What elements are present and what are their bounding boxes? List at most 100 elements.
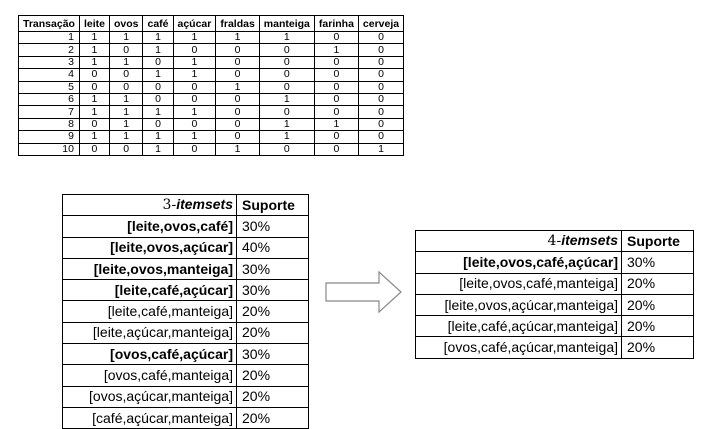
transaction-value-cell: 0 <box>313 105 359 119</box>
transaction-value-cell: 1 <box>172 30 217 45</box>
itemsets-3-row: [leite,ovos,manteiga]30% <box>62 257 309 281</box>
itemsets-4-itemset-cell: [leite,ovos,café,açúcar] <box>415 251 622 274</box>
transaction-value-cell: 0 <box>215 105 260 119</box>
transaction-value-cell: 0 <box>172 142 217 156</box>
transaction-value-cell: 1 <box>108 92 144 107</box>
transaction-value-cell: 0 <box>108 142 144 156</box>
transaction-value-cell: 1 <box>78 30 110 45</box>
transaction-value-cell: 0 <box>357 117 405 132</box>
itemsets-3-header-row: 3-itemsets Suporte <box>62 193 309 217</box>
transaction-value-cell: 1 <box>78 43 110 57</box>
transaction-value-cell: 0 <box>313 92 359 107</box>
transaction-value-cell: 0 <box>357 130 405 144</box>
itemsets-3-itemset-cell: [ovos,café,açúcar] <box>62 343 237 366</box>
itemsets-4-support-cell: 20% <box>621 293 694 317</box>
itemsets-3-support-cell: 20% <box>236 300 309 323</box>
itemsets-3-row: [leite,ovos,açúcar]40% <box>62 236 309 259</box>
transaction-value-cell: 1 <box>172 55 217 70</box>
transaction-value-cell: 0 <box>313 130 359 144</box>
transaction-value-cell: 1 <box>78 105 110 119</box>
itemsets-3-itemset-cell: [café,açúcar,manteiga] <box>62 406 237 429</box>
transaction-value-cell: 0 <box>313 55 359 70</box>
transaction-value-cell: 1 <box>172 130 217 144</box>
transaction-value-cell: 0 <box>258 55 315 70</box>
itemsets-4-row: [leite,café,açúcar,manteiga]20% <box>415 315 694 338</box>
itemsets-4-support-cell: 20% <box>621 336 694 359</box>
transaction-value-cell: 0 <box>172 117 217 132</box>
transaction-value-cell: 0 <box>357 105 405 119</box>
header-cerveja: cerveja <box>357 15 405 32</box>
transaction-value-cell: 0 <box>142 55 174 70</box>
itemsets-3-row: [café,açúcar,manteiga]20% <box>62 406 309 429</box>
transaction-value-cell: 0 <box>172 92 217 107</box>
itemsets-3-row: [ovos,café,açúcar]30% <box>62 343 309 366</box>
transaction-value-cell: 0 <box>78 117 110 132</box>
transaction-value-cell: 1 <box>258 92 315 107</box>
transaction-value-cell: 1 <box>108 130 144 144</box>
itemsets-3-row: [leite,café,manteiga]20% <box>62 300 309 323</box>
transaction-value-cell: 0 <box>313 30 359 45</box>
itemsets-3-itemset-cell: [ovos,café,manteiga] <box>62 364 237 387</box>
transaction-id-cell: 7 <box>18 105 80 119</box>
itemsets-4-header-row: 4-itemsets Suporte <box>415 229 694 253</box>
transaction-value-cell: 0 <box>357 68 405 82</box>
header-transacao: Transação <box>18 15 80 32</box>
transaction-value-cell: 0 <box>313 68 359 82</box>
transaction-value-cell: 0 <box>78 68 110 82</box>
transaction-value-cell: 1 <box>258 117 315 132</box>
itemsets-4-table: 4-itemsets Suporte [leite,ovos,café,açúc… <box>415 229 694 359</box>
itemsets-3-support-header: Suporte <box>236 193 309 217</box>
transaction-value-cell: 1 <box>78 130 110 144</box>
itemsets-3-support-cell: 30% <box>236 343 309 366</box>
header-leite: leite <box>78 15 110 32</box>
transaction-value-cell: 0 <box>215 43 260 57</box>
transaction-id-cell: 6 <box>18 92 80 107</box>
itemsets-3-number: 3- <box>162 197 177 214</box>
itemsets-4-itemset-cell: [leite,café,açúcar,manteiga] <box>415 315 622 338</box>
transaction-value-cell: 0 <box>215 55 260 70</box>
itemsets-3-itemset-cell: [leite,café,açúcar] <box>62 279 237 302</box>
itemsets-3-support-cell: 30% <box>236 215 309 238</box>
transaction-value-cell: 1 <box>172 68 217 82</box>
transactions-table: Transação leite ovos café açúcar fraldas… <box>18 15 405 156</box>
arrow-shape <box>325 270 402 314</box>
transaction-value-cell: 1 <box>142 43 174 57</box>
transaction-value-cell: 1 <box>215 142 260 156</box>
itemsets-3-itemset-cell: [ovos,açúcar,manteiga] <box>62 385 237 408</box>
itemsets-3-row: [leite,ovos,café]30% <box>62 215 309 238</box>
transaction-value-cell: 1 <box>215 30 260 45</box>
transaction-id-cell: 9 <box>18 130 80 144</box>
itemsets-3-support-cell: 20% <box>236 385 309 408</box>
itemsets-3-itemset-cell: [leite,açúcar,manteiga] <box>62 321 237 345</box>
transaction-value-cell: 0 <box>313 80 359 94</box>
itemsets-4-support-cell: 30% <box>621 251 694 274</box>
itemsets-3-itemset-cell: [leite,ovos,açúcar] <box>62 236 237 259</box>
transaction-value-cell: 0 <box>258 80 315 94</box>
itemsets-3-header: 3-itemsets <box>62 193 237 217</box>
itemsets-4-header: 4-itemsets <box>415 229 622 253</box>
itemsets-3-support-cell: 30% <box>236 257 309 281</box>
transaction-value-cell: 1 <box>78 92 110 107</box>
itemsets-3-table: 3-itemsets Suporte [leite,ovos,café]30%[… <box>62 193 309 429</box>
itemsets-3-row: [ovos,café,manteiga]20% <box>62 364 309 387</box>
transaction-value-cell: 1 <box>258 30 315 45</box>
transaction-value-cell: 0 <box>142 80 174 94</box>
itemsets-3-support-cell: 20% <box>236 364 309 387</box>
itemsets-3-itemset-cell: [leite,café,manteiga] <box>62 300 237 323</box>
transaction-id-cell: 10 <box>18 142 80 156</box>
transaction-id-cell: 2 <box>18 43 80 57</box>
itemsets-3-support-cell: 20% <box>236 406 309 429</box>
transaction-value-cell: 0 <box>357 92 405 107</box>
transaction-value-cell: 0 <box>78 80 110 94</box>
itemsets-4-row: [leite,ovos,café,açúcar]30% <box>415 251 694 274</box>
header-acucar: açúcar <box>172 15 217 32</box>
itemsets-3-support-cell: 30% <box>236 279 309 302</box>
transaction-value-cell: 1 <box>142 68 174 82</box>
